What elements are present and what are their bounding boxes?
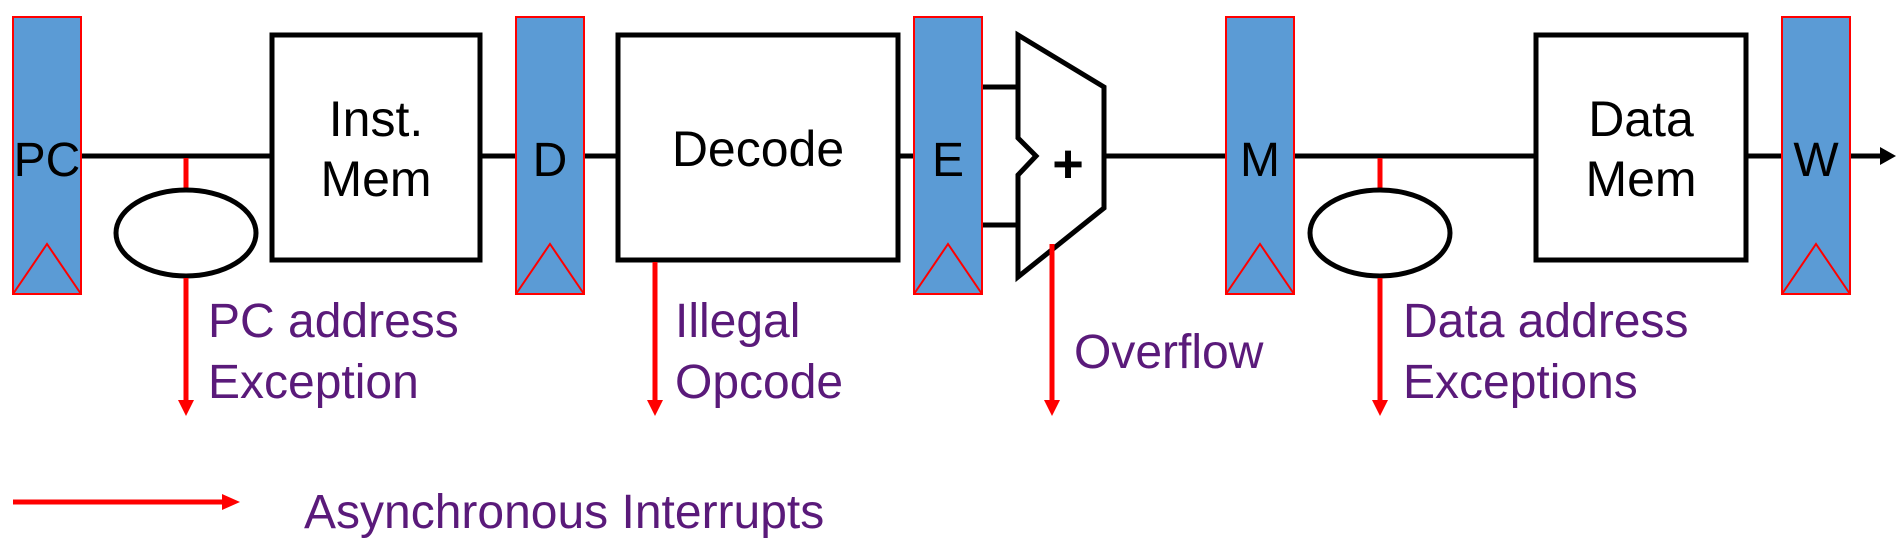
- overflow-line1: Overflow: [1074, 326, 1264, 379]
- data-mem-line1: Data: [1588, 91, 1694, 147]
- pipeline-register-m: M: [1225, 16, 1295, 295]
- data-mem-line2: Mem: [1585, 151, 1696, 207]
- legend: Asynchronous Interrupts: [13, 486, 824, 539]
- decode-block: Decode: [615, 32, 901, 263]
- exception-tap-lines: [183, 158, 1383, 190]
- decode-label: Decode: [672, 121, 844, 177]
- pc-address-check-oval: [113, 187, 259, 279]
- illegal-opcode-line2: Opcode: [675, 356, 843, 409]
- register-label: E: [932, 134, 964, 187]
- pc-address-line2: Exception: [208, 356, 419, 409]
- instruction-memory-block: Inst. Mem: [269, 32, 483, 263]
- register-label: W: [1793, 134, 1839, 187]
- overflow-label: Overflow: [1074, 326, 1264, 379]
- alu-plus-symbol: +: [1052, 134, 1084, 194]
- inst-mem-line2: Mem: [320, 151, 431, 207]
- output-arrowhead: [1880, 147, 1896, 165]
- register-label: D: [533, 134, 568, 187]
- pc-address-exception-label: PC address Exception: [208, 295, 459, 409]
- pipeline-register-pc: PC: [12, 16, 82, 295]
- data-address-exception-label: Data address Exceptions: [1403, 295, 1689, 409]
- data-memory-block: Data Mem: [1533, 32, 1749, 263]
- alu-adder: +: [1015, 30, 1107, 283]
- register-label: PC: [14, 134, 81, 187]
- exception-arrows: [178, 244, 1388, 416]
- pipeline-register-w: W: [1781, 16, 1851, 295]
- data-address-line1: Data address: [1403, 295, 1689, 348]
- inst-mem-line1: Inst.: [329, 91, 423, 147]
- async-interrupt-label: Asynchronous Interrupts: [304, 486, 824, 539]
- data-address-line2: Exceptions: [1403, 356, 1638, 409]
- illegal-opcode-line1: Illegal: [675, 295, 800, 348]
- pc-address-line1: PC address: [208, 295, 459, 348]
- pipeline-register-d: D: [515, 16, 585, 295]
- illegal-opcode-label: Illegal Opcode: [675, 295, 843, 409]
- pipeline-register-e: E: [913, 16, 983, 295]
- register-label: M: [1240, 134, 1280, 187]
- data-address-check-oval: [1307, 187, 1453, 279]
- async-interrupt-arrowhead: [222, 494, 240, 510]
